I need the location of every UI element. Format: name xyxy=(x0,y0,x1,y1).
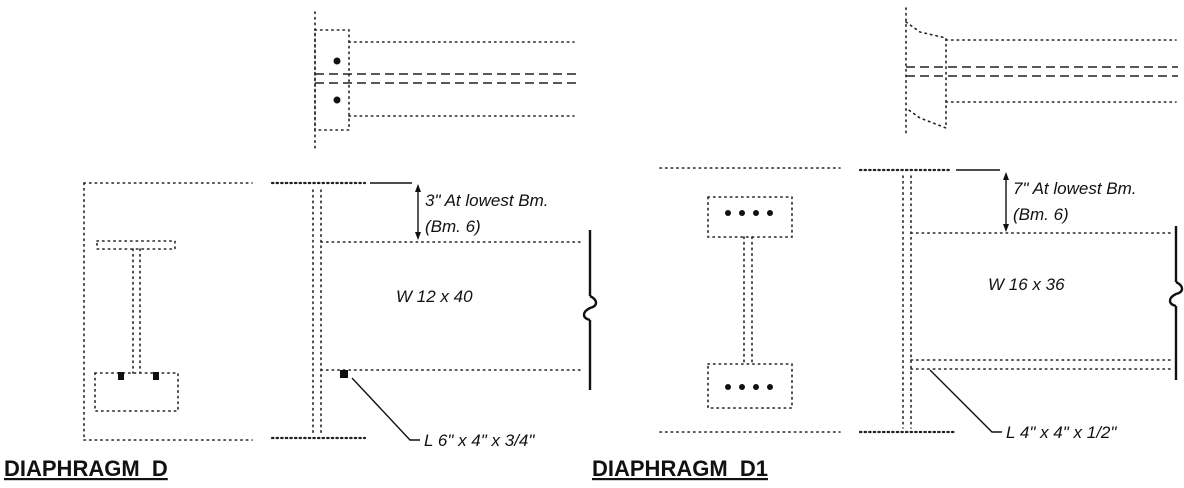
diaphragm-d1-section-view xyxy=(659,167,841,433)
diaphragm-d-beam-ref-note: (Bm. 6) xyxy=(425,217,481,236)
bolt-icon xyxy=(333,96,341,104)
diaphragm-d-plan-view xyxy=(314,11,578,149)
diaphragm-d-angle-label: L 6" x 4" x 3/4" xyxy=(424,431,535,450)
diaphragm-d1-beam-label: W 16 x 36 xyxy=(988,275,1065,294)
diaphragm-d-section-view xyxy=(83,182,253,441)
diaphragm-d-beam-label: W 12 x 40 xyxy=(396,287,473,306)
diaphragm-d1-angle-label: L 4" x 4" x 1/2" xyxy=(1006,423,1117,442)
diaphragm-d-clearance-note: 3" At lowest Bm. xyxy=(425,191,549,210)
diaphragm-d1-elevation-view xyxy=(858,168,1184,434)
diaphragm-d1-clearance-note: 7" At lowest Bm. xyxy=(1013,179,1137,198)
diaphragm-d1-title: DIAPHRAGM D1 xyxy=(592,456,768,481)
diaphragm-d-title: DIAPHRAGM D xyxy=(4,456,168,481)
diaphragm-d1-beam-ref-note: (Bm. 6) xyxy=(1013,205,1069,224)
diaphragm-d1-plan-view xyxy=(905,7,1178,137)
bolt-icon xyxy=(333,57,341,65)
diaphragm-d-elevation-view xyxy=(270,181,598,441)
